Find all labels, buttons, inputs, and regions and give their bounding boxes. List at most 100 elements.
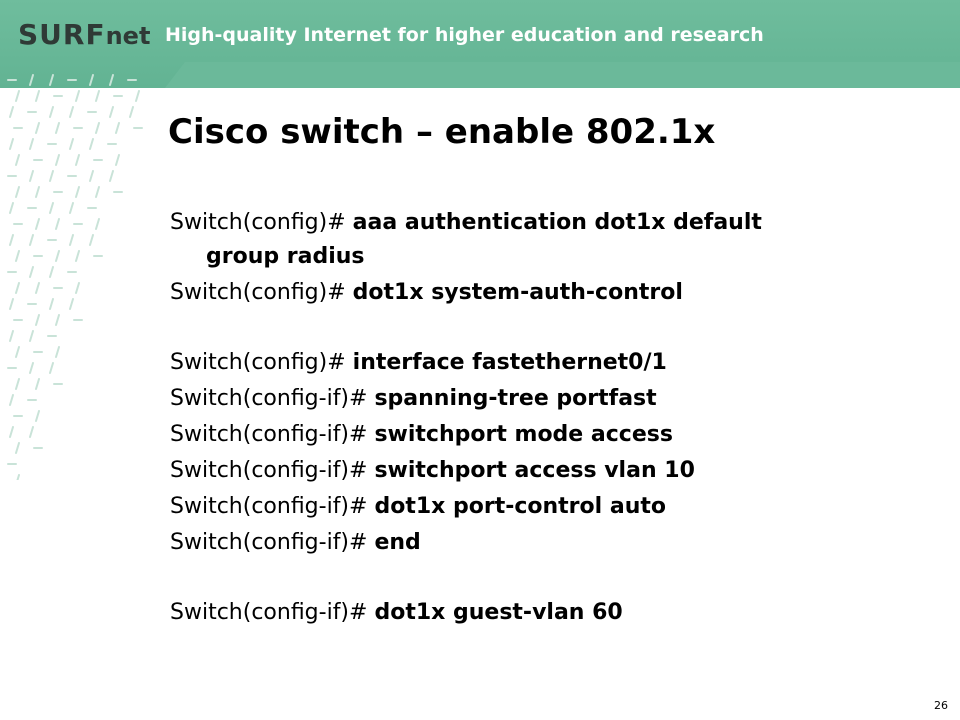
command-line: Switch(config)# dot1x system-auth-contro… xyxy=(170,280,683,306)
decorative-dash xyxy=(15,90,20,102)
decorative-dash xyxy=(49,298,54,310)
decorative-dash xyxy=(89,138,94,150)
decorative-dash xyxy=(135,90,140,102)
decorative-dash xyxy=(15,346,20,358)
decorative-dash xyxy=(115,154,120,166)
decorative-dash xyxy=(9,138,14,150)
logo-suffix: net xyxy=(105,22,151,50)
command-text: end xyxy=(374,530,421,555)
decorative-dash xyxy=(75,250,80,262)
decorative-dash xyxy=(16,474,20,480)
decorative-dash xyxy=(69,234,74,246)
surfnet-logo: SURFnet xyxy=(18,18,150,51)
decorative-dash xyxy=(29,426,34,438)
decorative-dash xyxy=(95,186,100,198)
decorative-dash xyxy=(89,234,94,246)
decorative-dash xyxy=(49,362,54,374)
decorative-dash xyxy=(29,74,34,86)
decorative-dash xyxy=(109,74,114,86)
logo-prefix: SURF xyxy=(18,18,106,51)
slide-title: Cisco switch – enable 802.1x xyxy=(168,112,716,152)
decorative-dash xyxy=(35,314,40,326)
command-line: Switch(config)# interface fastethernet0/… xyxy=(170,350,667,376)
command-prompt: Switch(config-if)# xyxy=(170,422,375,447)
command-prompt: Switch(config-if)# xyxy=(170,386,375,411)
command-text: dot1x system-auth-control xyxy=(352,280,683,305)
decorative-dash xyxy=(15,282,20,294)
command-prompt: Switch(config)# xyxy=(170,280,353,305)
decorative-dash xyxy=(49,106,54,118)
command-line: Switch(config-if)# end xyxy=(170,530,421,556)
command-text: switchport mode access xyxy=(374,422,673,447)
decorative-dash xyxy=(35,282,40,294)
decorative-dash xyxy=(9,426,14,438)
command-line: Switch(config-if)# switchport access vla… xyxy=(170,458,695,484)
decorative-dash xyxy=(9,202,14,214)
decorative-dash xyxy=(89,74,94,86)
decorative-dash xyxy=(29,362,34,374)
command-text: dot1x port-control auto xyxy=(374,494,666,519)
decorative-dash xyxy=(55,218,60,230)
decorative-dash xyxy=(29,138,34,150)
command-text: spanning-tree portfast xyxy=(374,386,657,411)
decorative-dash xyxy=(35,186,40,198)
decorative-dash xyxy=(75,186,80,198)
decorative-dash xyxy=(35,90,40,102)
decorative-dash xyxy=(9,330,14,342)
command-line: Switch(config-if)# spanning-tree portfas… xyxy=(170,386,657,412)
decorative-dash xyxy=(29,234,34,246)
decorative-dash xyxy=(109,106,114,118)
command-line: Switch(config-if)# dot1x guest-vlan 60 xyxy=(170,600,623,626)
decorative-dash xyxy=(95,122,100,134)
decorative-dash xyxy=(89,170,94,182)
command-prompt: Switch(config-if)# xyxy=(170,530,375,555)
decorative-dash xyxy=(35,122,40,134)
decorative-dash xyxy=(9,106,14,118)
command-line: Switch(config)# aaa authentication dot1x… xyxy=(170,210,762,236)
command-prompt: Switch(config-if)# xyxy=(170,600,375,625)
decorative-dash xyxy=(109,170,114,182)
command-text: interface fastethernet0/1 xyxy=(352,350,667,375)
decorative-dash xyxy=(15,250,20,262)
decorative-dash xyxy=(55,154,60,166)
command-line: Switch(config-if)# switchport mode acces… xyxy=(170,422,673,448)
decorative-dash xyxy=(75,90,80,102)
decorative-dash xyxy=(9,298,14,310)
decorative-dash xyxy=(49,202,54,214)
decorative-dash xyxy=(15,378,20,390)
decorative-dash xyxy=(55,122,60,134)
command-prompt: Switch(config)# xyxy=(170,210,353,235)
decorative-dash xyxy=(35,410,40,422)
decorative-dash xyxy=(35,218,40,230)
header-banner: SURFnet High-quality Internet for higher… xyxy=(0,0,960,88)
page-number: 26 xyxy=(934,699,948,712)
decorative-dash xyxy=(35,378,40,390)
command-continuation: group radius xyxy=(206,244,365,269)
decorative-dash-pattern xyxy=(7,74,143,480)
command-prompt: Switch(config-if)# xyxy=(170,458,375,483)
decorative-dash xyxy=(49,74,54,86)
command-text: dot1x guest-vlan 60 xyxy=(374,600,623,625)
decorative-dash xyxy=(69,106,74,118)
decorative-dash xyxy=(95,90,100,102)
decorative-dash xyxy=(29,330,34,342)
decorative-dash xyxy=(115,122,120,134)
decorative-dash xyxy=(69,298,74,310)
decorative-dash xyxy=(69,138,74,150)
decorative-dash xyxy=(15,154,20,166)
decorative-dash xyxy=(69,202,74,214)
command-text: switchport access vlan 10 xyxy=(374,458,695,483)
command-prompt: Switch(config)# xyxy=(170,350,353,375)
command-line: Switch(config-if)# dot1x port-control au… xyxy=(170,494,666,520)
command-text: aaa authentication dot1x default xyxy=(352,210,762,235)
decorative-dash xyxy=(55,346,60,358)
decorative-dash xyxy=(9,234,14,246)
header-tagline: High-quality Internet for higher educati… xyxy=(165,24,764,46)
command-prompt: Switch(config-if)# xyxy=(170,494,375,519)
decorative-dash xyxy=(55,314,60,326)
decorative-dash xyxy=(95,218,100,230)
decorative-dash xyxy=(55,250,60,262)
decorative-dash xyxy=(15,186,20,198)
decorative-dash xyxy=(75,282,80,294)
decorative-dash xyxy=(129,106,134,118)
